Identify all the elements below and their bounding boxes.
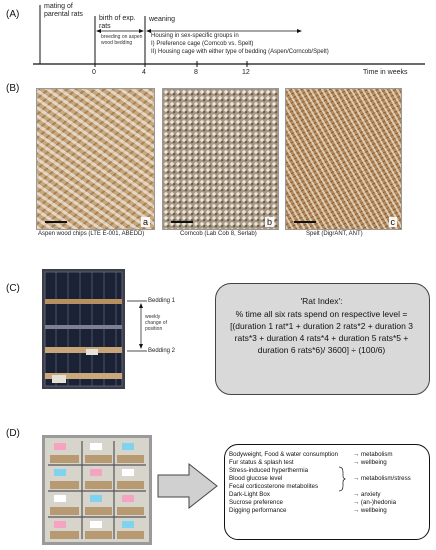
panel-c-label: (C) [6, 283, 20, 294]
rat-index-box [215, 283, 430, 395]
housing-title: Housing in sex-specific groups in [151, 33, 239, 39]
mating-label: mating of parental rats [44, 3, 83, 18]
tick-label-0: 0 [92, 69, 96, 76]
photo-letter-b: b [264, 217, 274, 227]
scale-bar [294, 221, 316, 223]
test-row-4: Blood glucose level [229, 475, 283, 482]
photo-letter-a: a [140, 217, 150, 227]
outcome-wellbeing-2: → wellbeing [353, 507, 387, 514]
test-row-1: Bodyweight, Food & water consumption [229, 451, 339, 458]
panel-d-label: (D) [6, 428, 20, 439]
timeline-graphic [33, 5, 425, 67]
outcome-wellbeing-1: → wellbeing [353, 459, 387, 466]
outcome-metabolism: → metabolism [353, 451, 393, 458]
tick-label-12: 12 [242, 69, 250, 76]
test-row-8: Digging performance [229, 507, 287, 514]
bedding-bracket [127, 300, 147, 352]
big-right-arrow [157, 462, 218, 510]
preference-cage-photo [42, 269, 125, 389]
outcome-box [224, 444, 430, 540]
aspen-caption: Aspen wood chips (LTE E-001, ABEDD) [38, 231, 145, 237]
test-row-6: Dark-Light Box [229, 491, 270, 498]
tick-label-8: 8 [194, 69, 198, 76]
housing-rack-photo [42, 435, 152, 545]
tick-label-4: 4 [142, 69, 146, 76]
weaning-label: weaning [149, 16, 176, 23]
weekly-change-label: weekly change of position [145, 314, 167, 332]
corncob-caption: Corncob (Lab Cob 8, Serlab) [180, 231, 257, 237]
test-row-7: Sucrose preference [229, 499, 283, 506]
test-row-3: Stress-induced hyperthermia [229, 467, 309, 474]
test-row-5: Fecal corticosterone metabolites [229, 483, 319, 490]
rat-index-formula: % time all six rats spend on respective … [230, 309, 413, 355]
panel-b-label: (B) [6, 83, 20, 94]
bedding-2-label: Bedding 2 [148, 348, 176, 354]
housing-option-1: I) Preference cage (Corncob vs. Spelt) [151, 41, 254, 47]
scale-bar [45, 221, 67, 223]
housing-option-2: II) Housing cage with either type of bed… [151, 49, 329, 55]
axis-label: Time in weeks [363, 69, 408, 76]
spelt-photo: c [285, 88, 402, 230]
spelt-caption: Spelt (DigrANT, ANT) [306, 231, 363, 237]
rat-index-text: 'Rat Index': % time all six rats spend o… [219, 295, 424, 356]
birth-label: birth of exp. rats [99, 15, 136, 30]
test-row-2: Fur status & splash test [229, 459, 294, 466]
scale-bar [171, 221, 193, 223]
bedding-1-label: Bedding 1 [148, 298, 176, 304]
corncob-photo: b [162, 88, 279, 230]
panel-a-label: (A) [6, 9, 20, 20]
outcome-anhedonia: → (an-)hedonia [353, 499, 397, 506]
outcome-anxiety: → anxiety [353, 491, 381, 498]
photo-letter-c: c [388, 217, 397, 227]
breeding-label: breeding on aspen wood bedding [101, 34, 143, 46]
stress-bracket [338, 466, 346, 492]
rat-index-title: 'Rat Index': [300, 296, 343, 306]
aspen-chips-photo: a [36, 88, 155, 230]
outcome-metabolism-stress: → metabolism/stress [353, 475, 411, 482]
